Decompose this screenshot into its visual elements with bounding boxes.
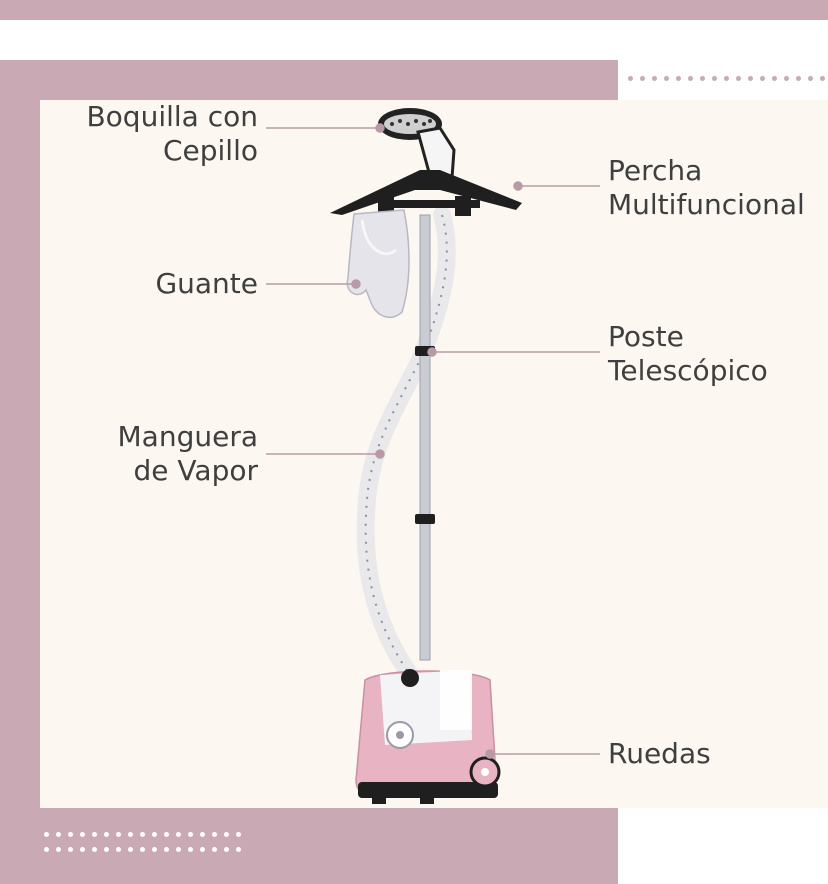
label-wheels-text: Ruedas: [608, 737, 711, 770]
decorative-dot: [104, 847, 109, 852]
label-nozzle-brush: Boquilla con Cepillo: [86, 100, 258, 168]
decorative-dot: [236, 847, 241, 852]
label-wheels: Ruedas: [608, 737, 711, 771]
decorative-dot: [724, 76, 729, 81]
label-pole-line2: Telescópico: [608, 354, 768, 387]
decorative-dot: [116, 847, 121, 852]
label-pole-line1: Poste: [608, 320, 684, 353]
decorative-dot: [176, 847, 181, 852]
decorative-dot: [80, 847, 85, 852]
decorative-dot: [44, 832, 49, 837]
decorative-dot: [748, 76, 753, 81]
decorative-dot: [140, 847, 145, 852]
decorative-dots-top-right: [628, 76, 828, 81]
decorative-dot: [188, 832, 193, 837]
decorative-dot: [664, 76, 669, 81]
label-hose-line1: Manguera: [117, 420, 258, 453]
decorative-dot: [224, 832, 229, 837]
decorative-dot: [808, 76, 813, 81]
decorative-dot: [700, 76, 705, 81]
decorative-dot: [56, 832, 61, 837]
decorative-dot: [116, 832, 121, 837]
label-hanger: Percha Multifuncional: [608, 154, 805, 222]
label-steam-hose: Manguera de Vapor: [118, 420, 258, 488]
label-nozzle-line1: Boquilla con: [86, 100, 258, 133]
label-telescopic-pole: Poste Telescópico: [608, 320, 768, 388]
decorative-dot: [212, 832, 217, 837]
decorative-dot: [92, 847, 97, 852]
decorative-dot: [688, 76, 693, 81]
decorative-dot: [736, 76, 741, 81]
decorative-dot: [200, 832, 205, 837]
decorative-dots-bottom-left: [44, 832, 248, 852]
decorative-dot: [796, 76, 801, 81]
decorative-dot: [164, 847, 169, 852]
decorative-dot: [640, 76, 645, 81]
multifunction-hanger: [330, 170, 522, 215]
decorative-dot: [760, 76, 765, 81]
decorative-dot: [152, 832, 157, 837]
decorative-dot: [128, 847, 133, 852]
decorative-dot: [772, 76, 777, 81]
label-hanger-line1: Percha: [608, 154, 703, 187]
decorative-dot: [44, 847, 49, 852]
decorative-dot: [68, 847, 73, 852]
decorative-dot: [820, 76, 825, 81]
decorative-dot: [628, 76, 633, 81]
decorative-dot: [236, 832, 241, 837]
decorative-dot: [212, 847, 217, 852]
decorative-dot: [104, 832, 109, 837]
label-hose-line2: de Vapor: [133, 454, 258, 487]
decorative-dot: [164, 832, 169, 837]
leader-lines: [266, 123, 600, 759]
label-glove-text: Guante: [155, 267, 258, 300]
decorative-dot: [712, 76, 717, 81]
top-decorative-bar: [0, 0, 828, 20]
decorative-dot: [80, 832, 85, 837]
decorative-dot: [676, 76, 681, 81]
decorative-dot: [140, 832, 145, 837]
decorative-dot: [224, 847, 229, 852]
decorative-dot: [128, 832, 133, 837]
decorative-dot: [92, 832, 97, 837]
glove: [346, 209, 410, 319]
decorative-dot: [56, 847, 61, 852]
label-nozzle-line2: Cepillo: [162, 134, 258, 167]
pole-clamp-lower: [415, 514, 435, 524]
decorative-dot: [152, 847, 157, 852]
decorative-dot: [784, 76, 789, 81]
decorative-dot: [176, 832, 181, 837]
decorative-dot: [200, 847, 205, 852]
label-glove: Guante: [155, 267, 258, 301]
decorative-dot: [652, 76, 657, 81]
decorative-dot: [68, 832, 73, 837]
label-hanger-line2: Multifuncional: [608, 188, 805, 221]
telescopic-pole: [419, 214, 431, 661]
decorative-dot: [188, 847, 193, 852]
